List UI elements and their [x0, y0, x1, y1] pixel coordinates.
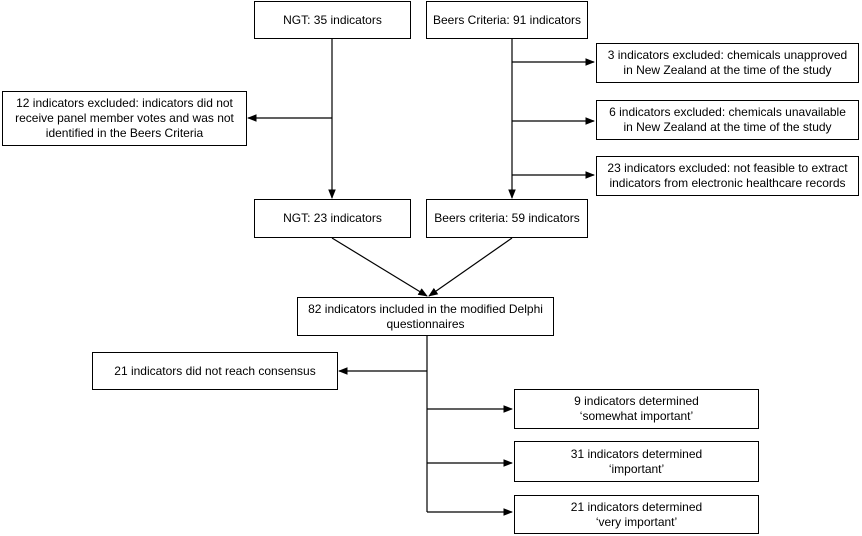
arrow-ngt23-to-included — [331, 237, 428, 297]
box-beers-91: Beers Criteria: 91 indicators — [426, 1, 588, 39]
box-excl-votes: 12 indicators excluded: indicators did n… — [2, 91, 247, 146]
box-included-82: 82 indicators included in the modified D… — [297, 297, 554, 336]
box-very-important: 21 indicators determined ‘very important… — [514, 495, 759, 534]
box-excl-unavailable: 6 indicators excluded: chemicals unavail… — [596, 100, 859, 140]
box-no-consensus: 21 indicators did not reach consensus — [92, 352, 338, 390]
box-excl-unapproved: 3 indicators excluded: chemicals unappro… — [596, 43, 859, 83]
box-excl-not-feasible: 23 indicators excluded: not feasible to … — [596, 156, 859, 196]
box-beers-59: Beers criteria: 59 indicators — [426, 199, 588, 238]
box-ngt-35: NGT: 35 indicators — [254, 1, 411, 39]
box-ngt-23: NGT: 23 indicators — [254, 199, 411, 238]
arrow-beers59-to-included — [428, 237, 513, 297]
box-important: 31 indicators determined ‘important’ — [514, 441, 759, 482]
box-somewhat-important: 9 indicators determined ‘somewhat import… — [514, 389, 759, 429]
